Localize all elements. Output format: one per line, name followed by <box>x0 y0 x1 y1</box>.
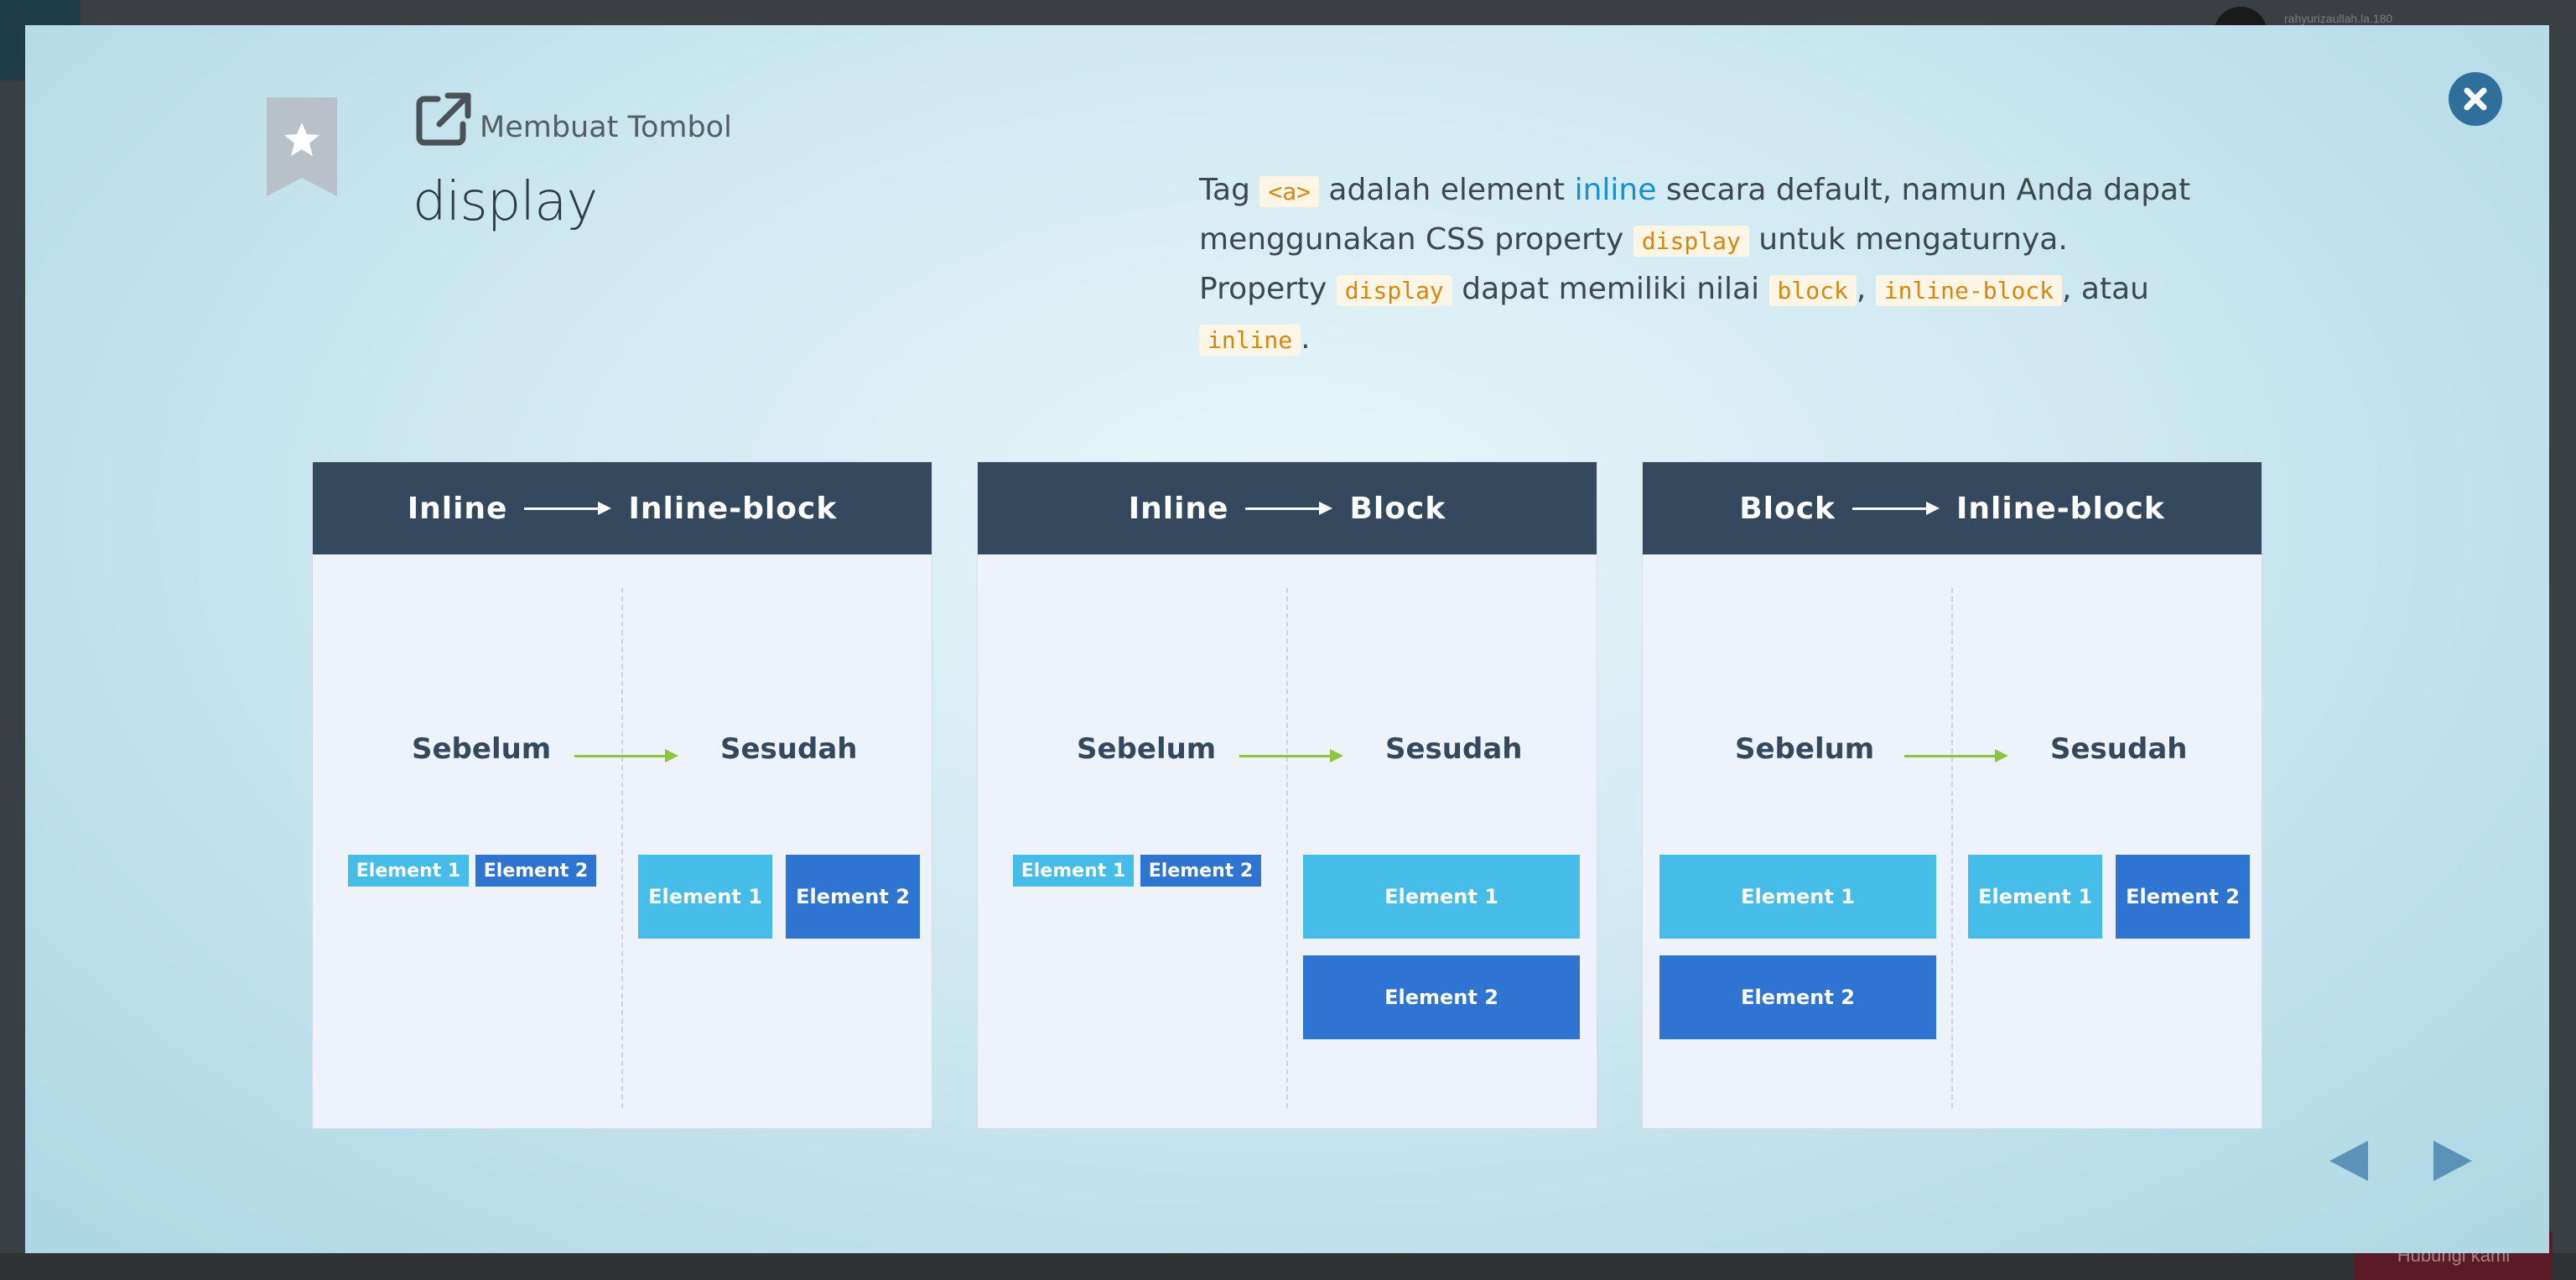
code-block: block <box>1768 275 1857 306</box>
background-page-header <box>0 0 2576 25</box>
arrow-right-icon <box>574 747 678 764</box>
close-icon <box>2464 87 2487 111</box>
arrow-right-icon <box>1245 500 1333 517</box>
topic-title: display <box>413 171 598 233</box>
topic-description: Tag <a> adalah element inline secara def… <box>1199 173 2191 356</box>
element-1-box: Element 1 <box>1303 855 1580 939</box>
panel-header: Inline Block <box>978 462 1597 554</box>
element-1-box: Element 1 <box>638 855 772 939</box>
background-user-label: rahyurizaullah.la.180 <box>2284 12 2393 25</box>
panel-header: Block Inline-block <box>1643 462 2262 554</box>
arrow-right-icon <box>524 500 612 517</box>
keyword-link[interactable]: inline <box>1574 173 1657 207</box>
before-label: Sebelum <box>1077 732 1217 766</box>
element-1-box: Element 1 <box>1013 855 1134 887</box>
element-2-box: Element 2 <box>1140 855 1261 887</box>
diagram-panel-block-to-inline-block: Block Inline-block Sebelum Sesudah Eleme… <box>1642 461 2262 1129</box>
diagram-panel-inline-to-block: Inline Block Sebelum Sesudah Element 1 E… <box>977 461 1597 1129</box>
before-label: Sebelum <box>412 732 552 766</box>
bookmark-star-icon[interactable] <box>267 97 337 196</box>
code-inline-block: inline-block <box>1875 275 2063 306</box>
code-display: display <box>1633 226 1749 257</box>
panel-header: Inline Inline-block <box>313 462 932 554</box>
element-2-box: Element 2 <box>1303 955 1580 1039</box>
background-page-footer <box>0 1253 2576 1280</box>
code-display: display <box>1336 275 1452 306</box>
element-2-box: Element 2 <box>2116 855 2250 939</box>
previous-arrow-button[interactable] <box>2329 1141 2368 1181</box>
diagram-panel-inline-to-inline-block: Inline Inline-block Sebelum Sesudah Elem… <box>312 461 932 1129</box>
element-1-box: Element 1 <box>1659 855 1936 939</box>
lesson-title: Membuat Tombol <box>480 111 732 144</box>
divider <box>1286 588 1288 1108</box>
element-2-box: Element 2 <box>475 855 596 887</box>
element-1-box: Element 1 <box>348 855 469 887</box>
arrow-right-icon <box>1852 500 1940 517</box>
code-tag-a: <a> <box>1259 176 1319 207</box>
divider <box>1951 588 1953 1108</box>
arrow-right-icon <box>1904 747 2008 764</box>
element-2-box: Element 2 <box>786 855 920 939</box>
divider <box>621 588 623 1108</box>
after-label: Sesudah <box>720 732 858 766</box>
next-arrow-button[interactable] <box>2433 1141 2472 1181</box>
after-label: Sesudah <box>2050 732 2188 766</box>
before-label: Sebelum <box>1735 732 1875 766</box>
code-inline: inline <box>1199 325 1301 356</box>
lesson-modal: Membuat Tombol display Tag <a> adalah el… <box>25 25 2549 1253</box>
close-button[interactable] <box>2449 72 2502 126</box>
arrow-right-icon <box>1239 747 1343 764</box>
element-2-box: Element 2 <box>1659 955 1936 1039</box>
external-link-icon[interactable] <box>413 89 473 149</box>
after-label: Sesudah <box>1385 732 1523 766</box>
element-1-box: Element 1 <box>1968 855 2102 939</box>
